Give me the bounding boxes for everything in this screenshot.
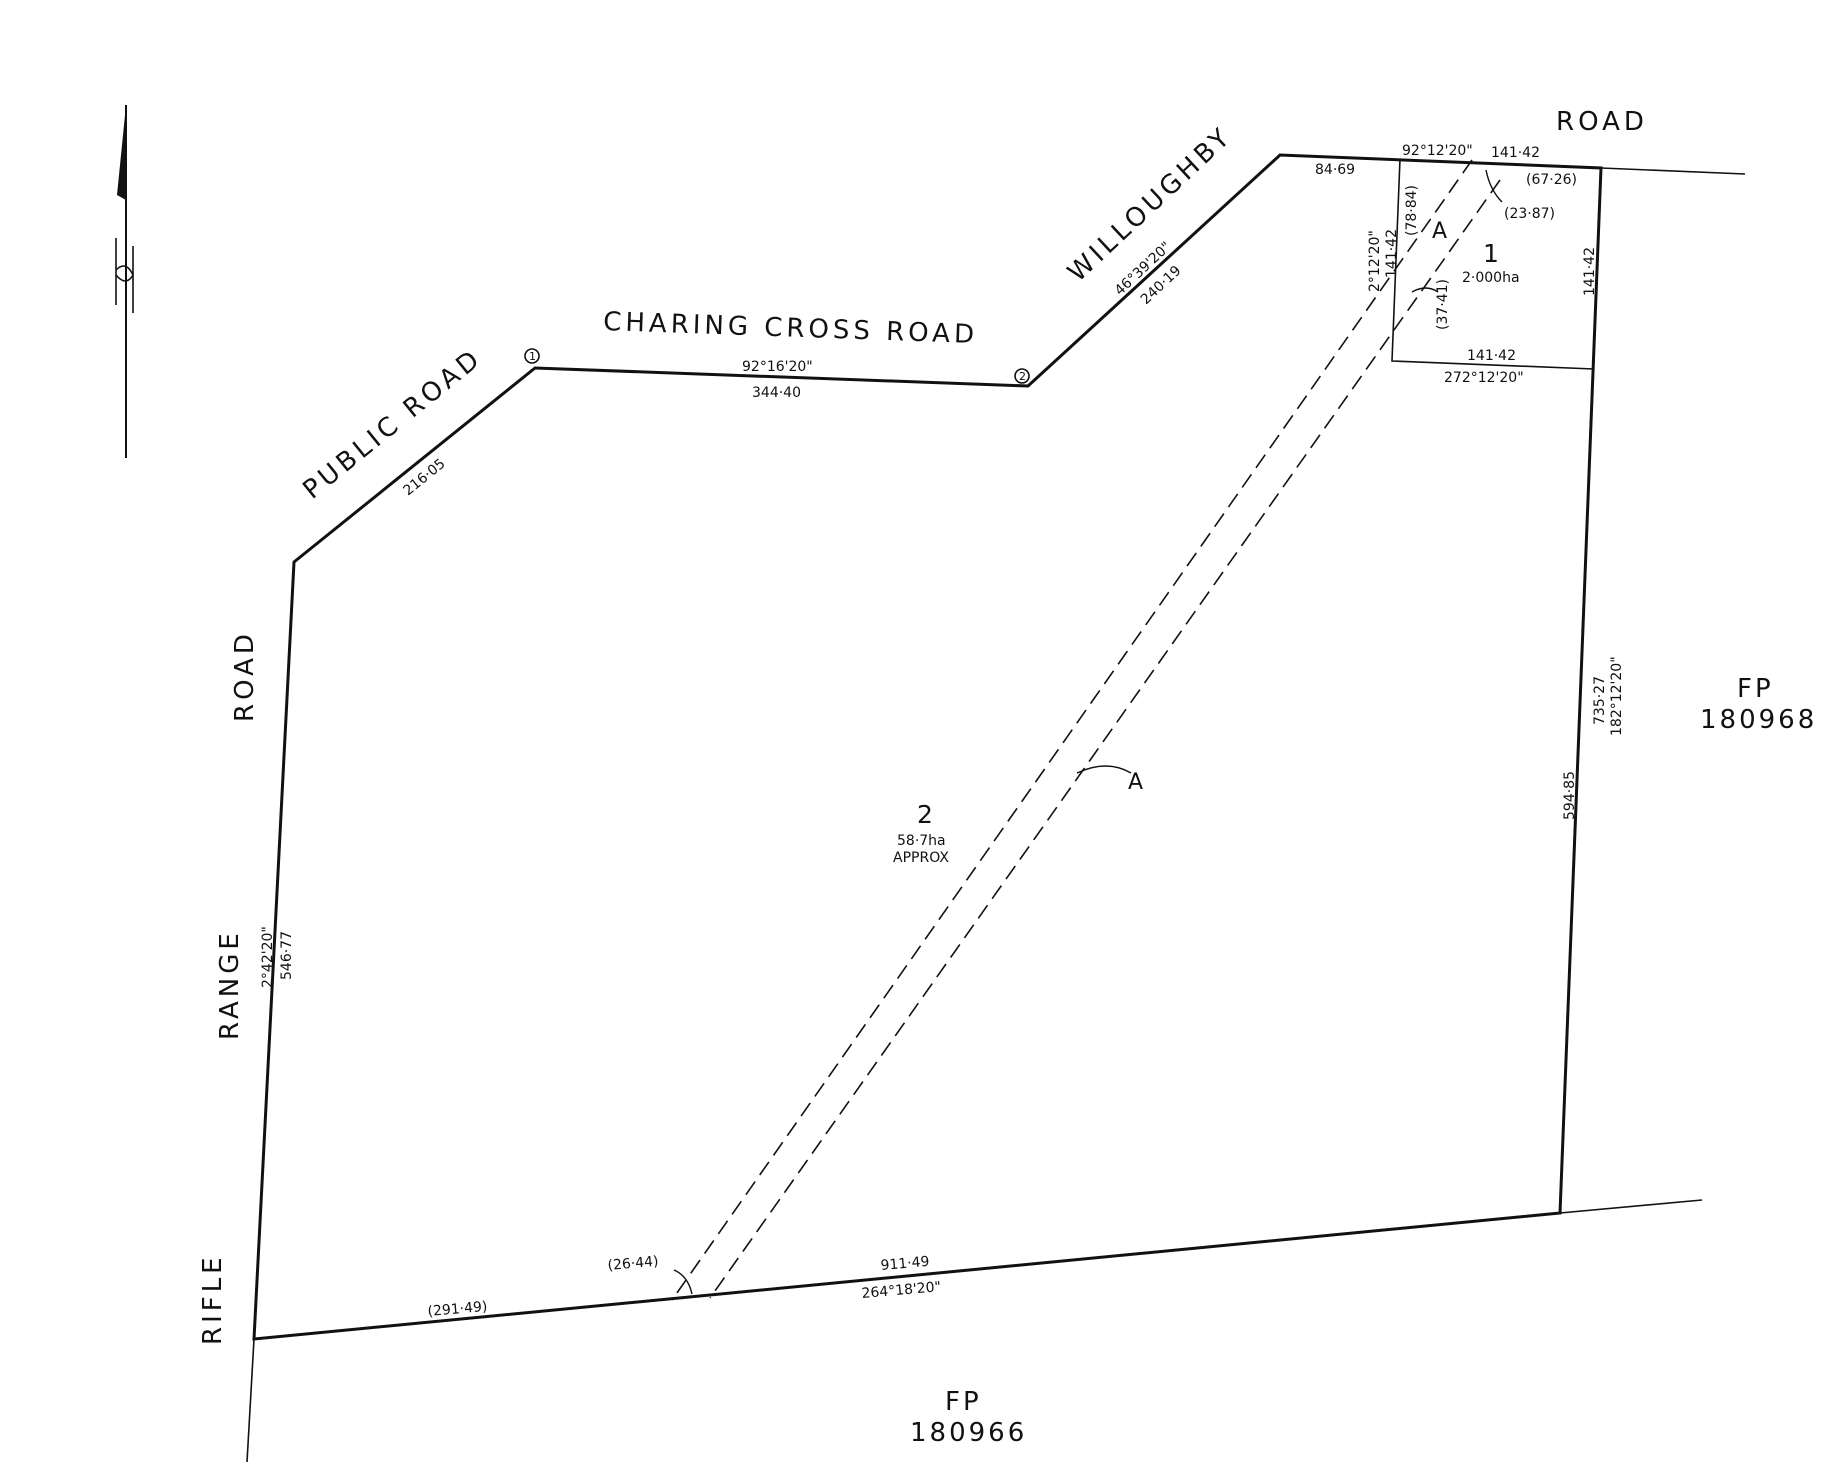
dim-charing-bearing: 92°16'20" [742, 359, 813, 375]
fp-south-prefix: FP [945, 1387, 982, 1417]
dim-paren-78: (78·84) [1404, 185, 1420, 236]
dim-paren-291: (291·49) [427, 1299, 488, 1320]
easement-line-east [709, 179, 1501, 1299]
lot-1-area: 2·000ha [1462, 270, 1520, 286]
arrow-a [1076, 765, 1132, 774]
dim-south-length: 911·49 [880, 1254, 930, 1274]
dim-paren-37: (37·41) [1435, 279, 1451, 330]
arrow-67 [1485, 169, 1503, 203]
svg-text:1: 1 [529, 350, 536, 363]
marker-2: 2 [1014, 368, 1030, 384]
fp-east-prefix: FP [1737, 674, 1774, 704]
fp-east-number: 180968 [1700, 705, 1817, 735]
lot-2-note: APPROX [893, 850, 949, 866]
dim-lot1-west-length: 141·42 [1384, 229, 1400, 278]
dim-top-bearing: 92°12'20" [1402, 143, 1473, 159]
dim-lot1-south-bearing: 272°12'20" [1444, 370, 1524, 386]
dim-paren-23: (23·87) [1504, 206, 1555, 222]
lot-1-boundary [1391, 158, 1595, 370]
svg-text:2: 2 [1019, 370, 1026, 383]
dim-south-bearing: 264°18'20" [861, 1279, 942, 1302]
dim-west-length: 546·77 [279, 931, 295, 980]
road-label-road-left: ROAD [230, 630, 260, 722]
road-label-charing-cross: CHARING CROSS ROAD [603, 307, 979, 350]
dim-east-total: 735·27 [1592, 676, 1608, 725]
dim-top-141: 141·42 [1491, 145, 1540, 161]
dim-west-bearing: 2°42'20" [260, 926, 276, 988]
easement-label-mid: A [1128, 770, 1143, 795]
dim-east-partial: 594·85 [1562, 771, 1578, 820]
dim-lot1-east-length: 141·42 [1582, 247, 1598, 296]
road-label-road-top: ROAD [1556, 107, 1648, 137]
road-extension-east [1600, 167, 1746, 175]
arrow-37 [1411, 287, 1439, 293]
lot-2-area: 58·7ha [897, 833, 946, 849]
dim-charing-length: 344·40 [752, 385, 801, 401]
dim-east-bearing: 182°12'20" [1609, 656, 1625, 736]
road-extension-west [246, 1338, 255, 1462]
north-arrow-icon [115, 105, 134, 458]
easement-label-top: A [1432, 219, 1447, 244]
road-label-rifle: RIFLE [198, 1253, 228, 1345]
dim-top-84: 84·69 [1315, 162, 1355, 178]
arrow-26 [673, 1269, 693, 1295]
road-extension-south-east [1559, 1199, 1703, 1214]
dim-paren-67: (67·26) [1526, 172, 1577, 188]
dim-public-length: 216·05 [400, 456, 448, 499]
dim-lot1-south-length: 141·42 [1467, 348, 1516, 364]
marker-1: 1 [524, 348, 540, 364]
easement-line-west [671, 159, 1473, 1301]
road-label-range: RANGE [215, 929, 245, 1040]
fp-south-number: 180966 [910, 1418, 1027, 1448]
outer-boundary [252, 153, 1603, 1341]
dim-paren-26: (26·44) [607, 1254, 659, 1274]
lot-1-number: 1 [1483, 239, 1499, 268]
lot-2-number: 2 [917, 800, 933, 829]
dim-lot1-west-bearing: 2°12'20" [1367, 230, 1383, 292]
